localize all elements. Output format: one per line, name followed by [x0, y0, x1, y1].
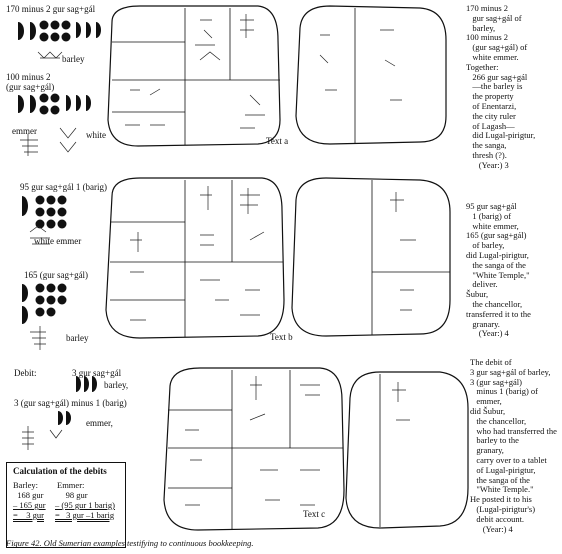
tablet-b-obverse: [105, 177, 285, 339]
tablet-b-obverse-grid: [110, 180, 283, 337]
section-c-entry2: 3 (gur sag+gál) minus 1 (barig): [14, 398, 127, 408]
tablet-a-reverse: [295, 5, 447, 145]
section-a-emmer-label: emmer: [12, 126, 37, 136]
emmer-line3: = 3 gur –1 barig: [55, 510, 115, 520]
calculation-box: Calculation of the debits Barley: 168 gu…: [6, 462, 126, 548]
section-c-debit-label: Debit:: [14, 368, 37, 378]
section-a-white-label: white: [86, 130, 106, 140]
section-a-translation: 170 minus 2 gur sag+gál of barley, 100 m…: [466, 3, 536, 170]
section-c-entry1: 3 gur sag+gál: [72, 368, 122, 378]
section-b-translation: 95 gur sag+gál 1 (barig) of white emmer,…: [466, 201, 531, 339]
section-a-entry2-line1: 100 minus 2: [6, 72, 51, 82]
tablet-a-label: Text a: [266, 136, 289, 146]
tablet-c-obverse: [163, 367, 345, 531]
numerals-a: [18, 20, 101, 425]
emmer-heading: Emmer:: [57, 480, 85, 490]
tablet-c-obverse-grid: [168, 370, 343, 529]
section-a-barley-label: barley: [62, 54, 85, 64]
section-b-white-emmer-label: white emmer: [34, 236, 82, 246]
figure-caption: Figure 42. Old Sumerian examples testify…: [6, 538, 254, 548]
section-b-barley-label: barley: [66, 333, 89, 343]
section-b-entry2: 165 (gur sag+gál): [24, 270, 89, 280]
cuneiform-signs: [20, 14, 416, 506]
tablet-a-obverse: [107, 5, 281, 147]
section-c-emmer-label: emmer,: [86, 418, 113, 428]
section-a-entry2-line2: (gur sag+gál): [6, 82, 55, 92]
barley-heading: Barley:: [13, 480, 39, 490]
emmer-line2: – (95 gur 1 barig): [55, 500, 115, 510]
tablet-b-reverse: [291, 177, 451, 337]
section-b-entry1: 95 gur sag+gál 1 (barig): [20, 182, 108, 192]
calculation-title: Calculation of the debits: [13, 466, 107, 476]
barley-line3: = 3 gur: [13, 510, 44, 520]
section-c-barley-label: barley,: [104, 380, 129, 390]
tablet-c-reverse: [345, 371, 469, 529]
tablet-b-reverse-grid: [371, 180, 450, 335]
emmer-line1: 98 gur: [55, 490, 88, 500]
section-a-entry1: 170 minus 2 gur sag+gál: [6, 4, 96, 14]
barley-line2: – 165 gur: [13, 500, 46, 510]
barley-line1: 168 gur: [13, 490, 44, 500]
tablet-b-label: Text b: [270, 332, 293, 342]
tablet-a-obverse-grid: [112, 8, 280, 145]
tablet-c-label: Text c: [303, 509, 326, 519]
section-c-translation: The debit of 3 gur sag+gál of barley, 3 …: [470, 357, 557, 534]
